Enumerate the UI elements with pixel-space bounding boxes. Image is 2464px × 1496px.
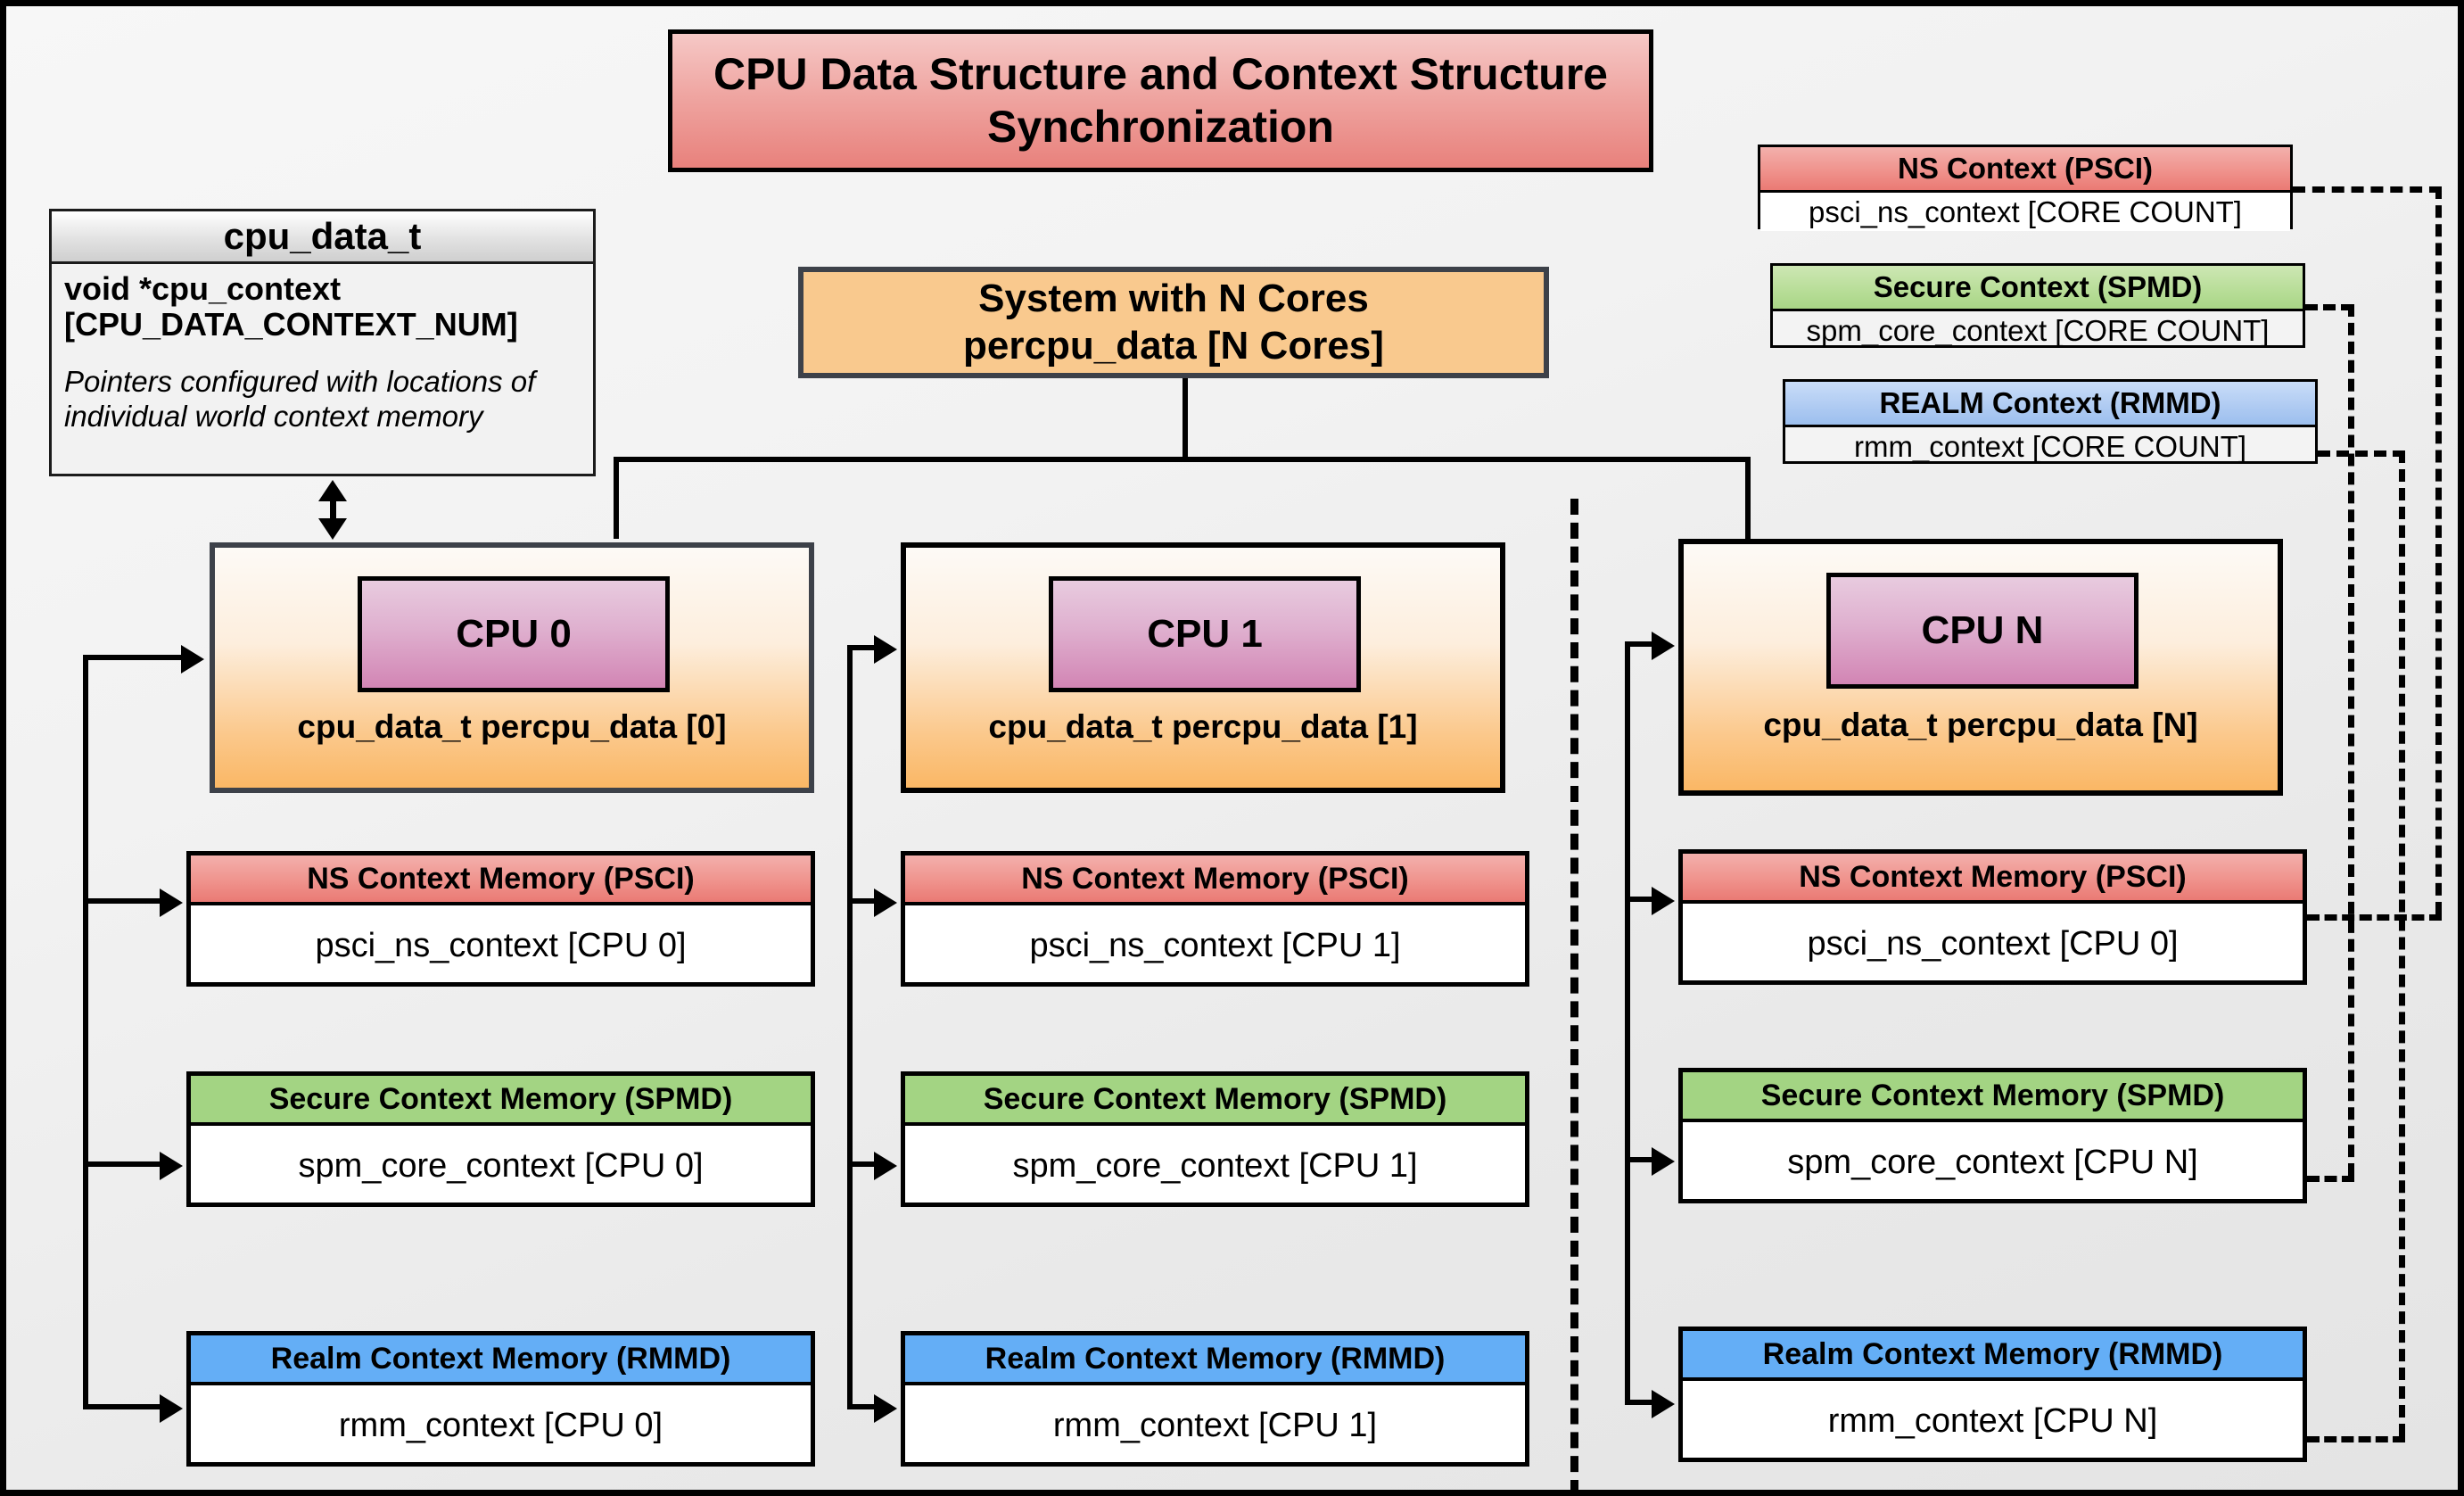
dashed-realm-top [2318, 450, 2405, 457]
cpun-secure-context-body: spm_core_context [CPU N] [1787, 1143, 2198, 1181]
cpu1-secure-context-body: spm_core_context [CPU 1] [1012, 1146, 1418, 1185]
cpu1-realm-context-header: Realm Context Memory (RMMD) [905, 1335, 1525, 1385]
cpu1-secure-context-header: Secure Context Memory (SPMD) [905, 1076, 1525, 1126]
dashed-secure-top [2305, 304, 2353, 310]
cpu1-ns-context-box: NS Context Memory (PSCI) psci_ns_context… [901, 851, 1529, 987]
cpu1-bus-branch-card [847, 645, 881, 650]
dashed-ns-bottom [2307, 914, 2442, 921]
tree-stem [1183, 378, 1188, 462]
dashed-realm-vertical [2399, 450, 2405, 1436]
column-separator [1570, 499, 1578, 1490]
tree-leg-cpun [1745, 457, 1751, 539]
cpu0-arrow-secure [160, 1152, 183, 1180]
tree-leg-cpu0 [614, 457, 619, 539]
cpu1-bus-trunk [847, 645, 853, 1409]
cpu-chip-0: CPU 0 [358, 576, 670, 692]
cpun-ns-context-box: NS Context Memory (PSCI) psci_ns_context… [1678, 849, 2307, 985]
cpun-bus-branch-ns [1625, 897, 1659, 902]
cpu0-secure-context-body: spm_core_context [CPU 0] [298, 1146, 704, 1185]
cpun-arrow-card [1652, 632, 1675, 660]
cpu0-bus-trunk [83, 655, 88, 1409]
dashed-realm-bottom [2307, 1436, 2405, 1442]
cpu0-secure-context-header: Secure Context Memory (SPMD) [191, 1076, 811, 1126]
cpun-arrow-secure [1652, 1147, 1675, 1176]
cpun-ns-context-body: psci_ns_context [CPU 0] [1807, 924, 2179, 963]
global-secure-context-body: spm_core_context [CORE COUNT] [1806, 313, 2270, 347]
cpu0-bus-branch-secure [83, 1161, 167, 1167]
cpun-ns-context-header: NS Context Memory (PSCI) [1683, 854, 2303, 904]
sync-dashed-line [330, 499, 336, 522]
global-ns-context-box: NS Context (PSCI) psci_ns_context [CORE … [1758, 145, 2293, 231]
dashed-secure-vertical [2348, 304, 2354, 1176]
system-box-line1: System with N Cores [978, 276, 1369, 320]
global-secure-context-header: Secure Context (SPMD) [1773, 266, 2303, 311]
cpu0-bus-branch-realm [83, 1404, 167, 1409]
cpu1-ns-context-body: psci_ns_context [CPU 1] [1029, 926, 1401, 964]
cpu1-bus-branch-secure [847, 1161, 881, 1167]
cpu0-realm-context-body: rmm_context [CPU 0] [338, 1406, 663, 1444]
cpu-caption-n: cpu_data_t percpu_data [N] [1763, 707, 2198, 743]
system-box-line2: percpu_data [N Cores] [963, 323, 1384, 368]
cpun-bus-trunk [1625, 641, 1630, 1405]
cpu-card-1: CPU 1 cpu_data_t percpu_data [1] [901, 542, 1505, 793]
cpun-bus-branch-secure [1625, 1157, 1659, 1162]
cpu-card-n: CPU N cpu_data_t percpu_data [N] [1678, 539, 2283, 796]
cpu-caption-0: cpu_data_t percpu_data [0] [297, 708, 727, 745]
system-box-text: System with N Cores percpu_data [N Cores… [963, 276, 1384, 370]
cpun-secure-context-box: Secure Context Memory (SPMD) spm_core_co… [1678, 1068, 2307, 1203]
cpu0-arrow-card [181, 645, 204, 674]
cpu-chip-n: CPU N [1826, 573, 2138, 689]
cpun-secure-context-header: Secure Context Memory (SPMD) [1683, 1072, 2303, 1122]
cpun-bus-branch-realm [1625, 1400, 1659, 1405]
cpu-data-t-note: Pointers configured with locations of in… [64, 365, 536, 434]
cpu0-realm-context-header: Realm Context Memory (RMMD) [191, 1335, 811, 1385]
sync-arrow-down [318, 518, 347, 540]
global-secure-context-box: Secure Context (SPMD) spm_core_context [… [1770, 263, 2305, 348]
cpu1-arrow-realm [874, 1394, 897, 1423]
cpu0-arrow-ns [160, 889, 183, 917]
cpu-data-t-body: void *cpu_context [CPU_DATA_CONTEXT_NUM]… [52, 264, 593, 440]
cpu1-arrow-ns [874, 889, 897, 917]
cpu0-bus-branch-ns [83, 898, 167, 904]
cpu1-arrow-secure [874, 1152, 897, 1180]
cpu0-realm-context-box: Realm Context Memory (RMMD) rmm_context … [186, 1331, 815, 1467]
tree-bus [614, 457, 1751, 462]
cpun-realm-context-header: Realm Context Memory (RMMD) [1683, 1331, 2303, 1381]
cpu-data-t-struct: cpu_data_t void *cpu_context [CPU_DATA_C… [49, 209, 596, 476]
cpu1-bus-branch-realm [847, 1404, 881, 1409]
cpu-card-0: CPU 0 cpu_data_t percpu_data [0] [210, 542, 814, 793]
system-box: System with N Cores percpu_data [N Cores… [798, 267, 1549, 378]
cpu1-bus-branch-ns [847, 898, 881, 904]
cpu1-realm-context-box: Realm Context Memory (RMMD) rmm_context … [901, 1331, 1529, 1467]
dashed-secure-bottom [2307, 1176, 2354, 1182]
dashed-ns-top [2293, 186, 2442, 193]
cpu0-secure-context-box: Secure Context Memory (SPMD) spm_core_co… [186, 1071, 815, 1207]
global-realm-context-box: REALM Context (RMMD) rmm_context [CORE C… [1783, 379, 2318, 464]
cpun-arrow-realm [1652, 1390, 1675, 1418]
cpu-caption-1: cpu_data_t percpu_data [1] [988, 708, 1418, 745]
cpun-realm-context-box: Realm Context Memory (RMMD) rmm_context … [1678, 1327, 2307, 1462]
cpu0-bus-branch-card [83, 655, 190, 660]
global-ns-context-header: NS Context (PSCI) [1760, 147, 2290, 193]
dashed-ns-vertical [2435, 186, 2442, 914]
cpu-data-t-field: void *cpu_context [CPU_DATA_CONTEXT_NUM] [64, 270, 518, 343]
cpu1-realm-context-body: rmm_context [CPU 1] [1052, 1406, 1378, 1444]
cpu1-arrow-card [874, 635, 897, 664]
cpu0-ns-context-box: NS Context Memory (PSCI) psci_ns_context… [186, 851, 815, 987]
cpun-arrow-ns [1652, 887, 1675, 915]
cpu0-arrow-realm [160, 1394, 183, 1423]
global-ns-context-body: psci_ns_context [CORE COUNT] [1760, 193, 2290, 231]
cpu1-secure-context-box: Secure Context Memory (SPMD) spm_core_co… [901, 1071, 1529, 1207]
cpu-data-t-header: cpu_data_t [52, 211, 593, 264]
global-realm-context-body: rmm_context [CORE COUNT] [1853, 429, 2247, 463]
global-realm-context-header: REALM Context (RMMD) [1785, 382, 2315, 427]
cpu-chip-1: CPU 1 [1049, 576, 1361, 692]
cpu0-ns-context-body: psci_ns_context [CPU 0] [315, 926, 687, 964]
cpun-realm-context-body: rmm_context [CPU N] [1827, 1401, 2158, 1440]
cpun-bus-branch-card [1625, 641, 1659, 647]
sync-arrow-up [318, 480, 347, 501]
diagram-title: CPU Data Structure and Context Structure… [668, 29, 1653, 172]
cpu1-ns-context-header: NS Context Memory (PSCI) [905, 855, 1525, 905]
cpu0-ns-context-header: NS Context Memory (PSCI) [191, 855, 811, 905]
